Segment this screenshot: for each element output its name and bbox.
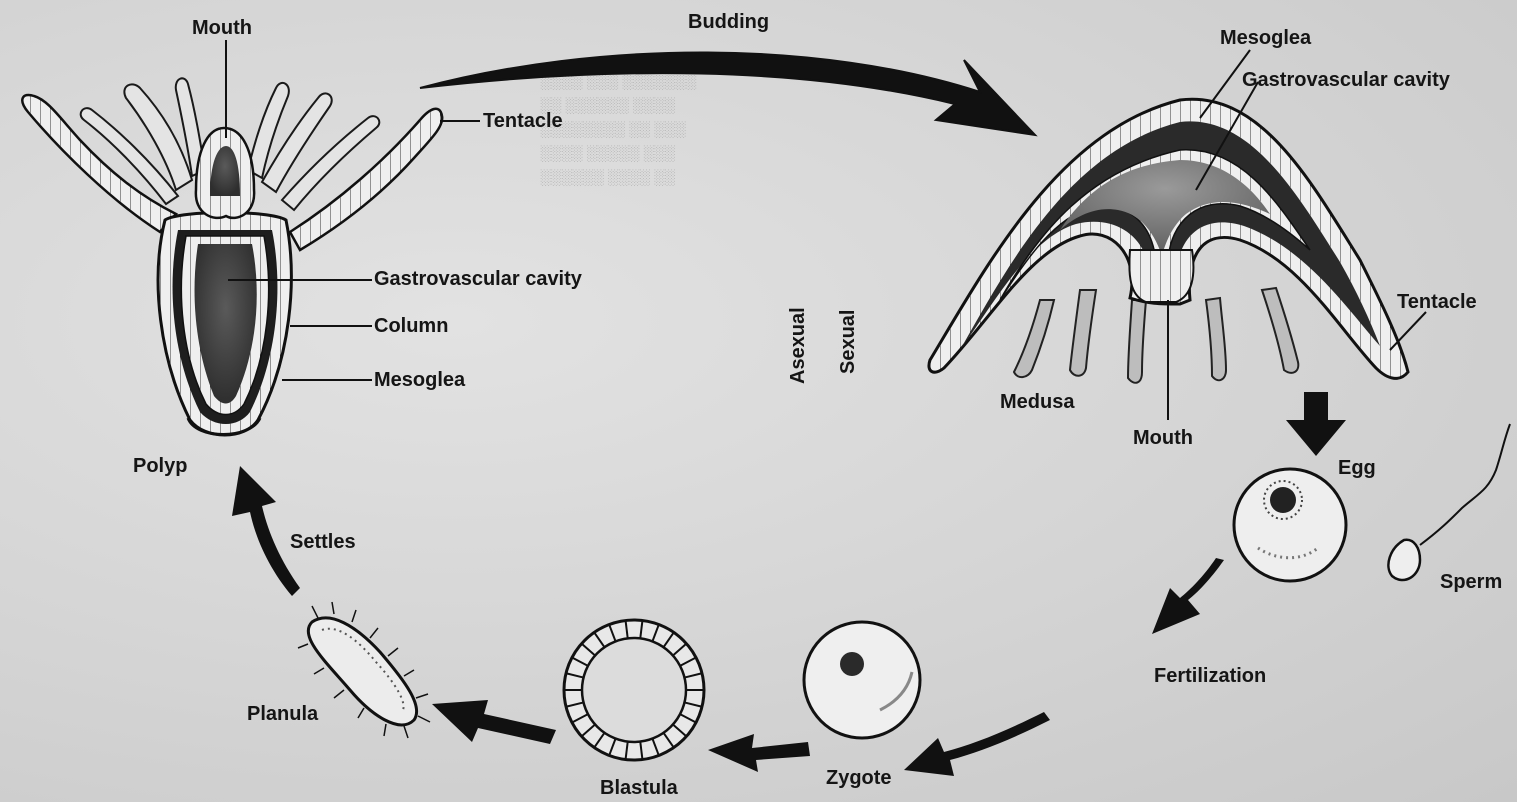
blastula-figure xyxy=(564,620,704,760)
planula-cilium xyxy=(358,708,364,718)
label-tentacle-medusa: Tentacle xyxy=(1397,292,1477,312)
planula-cilium xyxy=(298,644,308,648)
planula-cilium xyxy=(314,668,324,674)
label-mesoglea-medusa: Mesoglea xyxy=(1220,28,1311,48)
planula-cilium xyxy=(370,628,378,638)
label-sperm: Sperm xyxy=(1440,572,1502,592)
label-zygote: Zygote xyxy=(826,768,892,788)
egg-figure xyxy=(1234,469,1346,581)
planula-cilium xyxy=(418,716,430,722)
planula-cilium xyxy=(312,606,318,618)
planula-cilium xyxy=(384,724,386,736)
label-gastrovascular-polyp: Gastrovascular cavity xyxy=(374,269,582,289)
label-mouth-medusa: Mouth xyxy=(1133,428,1193,448)
label-asexual: Asexual xyxy=(788,307,808,384)
arrow-medusa-to-egg xyxy=(1286,392,1346,456)
label-sexual: Sexual xyxy=(838,310,858,374)
arrow-to-blastula xyxy=(708,734,810,772)
planula-cilium xyxy=(332,602,334,614)
label-blastula: Blastula xyxy=(600,778,678,798)
label-settles: Settles xyxy=(290,532,356,552)
label-column: Column xyxy=(374,316,448,336)
label-fertilization: Fertilization xyxy=(1154,666,1266,686)
arrow-to-planula xyxy=(432,700,556,744)
label-planula: Planula xyxy=(247,704,318,724)
sperm-figure xyxy=(1388,424,1510,580)
label-medusa: Medusa xyxy=(1000,392,1074,412)
planula-cilium xyxy=(404,670,414,676)
planula-cilium xyxy=(416,694,428,698)
arrow-to-fertilization xyxy=(1152,558,1224,634)
planula-cilium xyxy=(404,726,408,738)
zygote-figure xyxy=(804,622,920,738)
planula-cilium xyxy=(334,690,344,698)
label-gastrovascular-medusa: Gastrovascular cavity xyxy=(1242,70,1450,90)
label-egg: Egg xyxy=(1338,458,1376,478)
label-polyp: Polyp xyxy=(133,456,187,476)
label-mesoglea-polyp: Mesoglea xyxy=(374,370,465,390)
label-budding: Budding xyxy=(688,12,769,32)
planula-cilium xyxy=(352,610,356,622)
label-mouth-polyp: Mouth xyxy=(192,18,252,38)
label-tentacle-polyp: Tentacle xyxy=(483,111,563,131)
arrow-to-zygote xyxy=(904,712,1050,776)
planula-cilium xyxy=(388,648,398,656)
